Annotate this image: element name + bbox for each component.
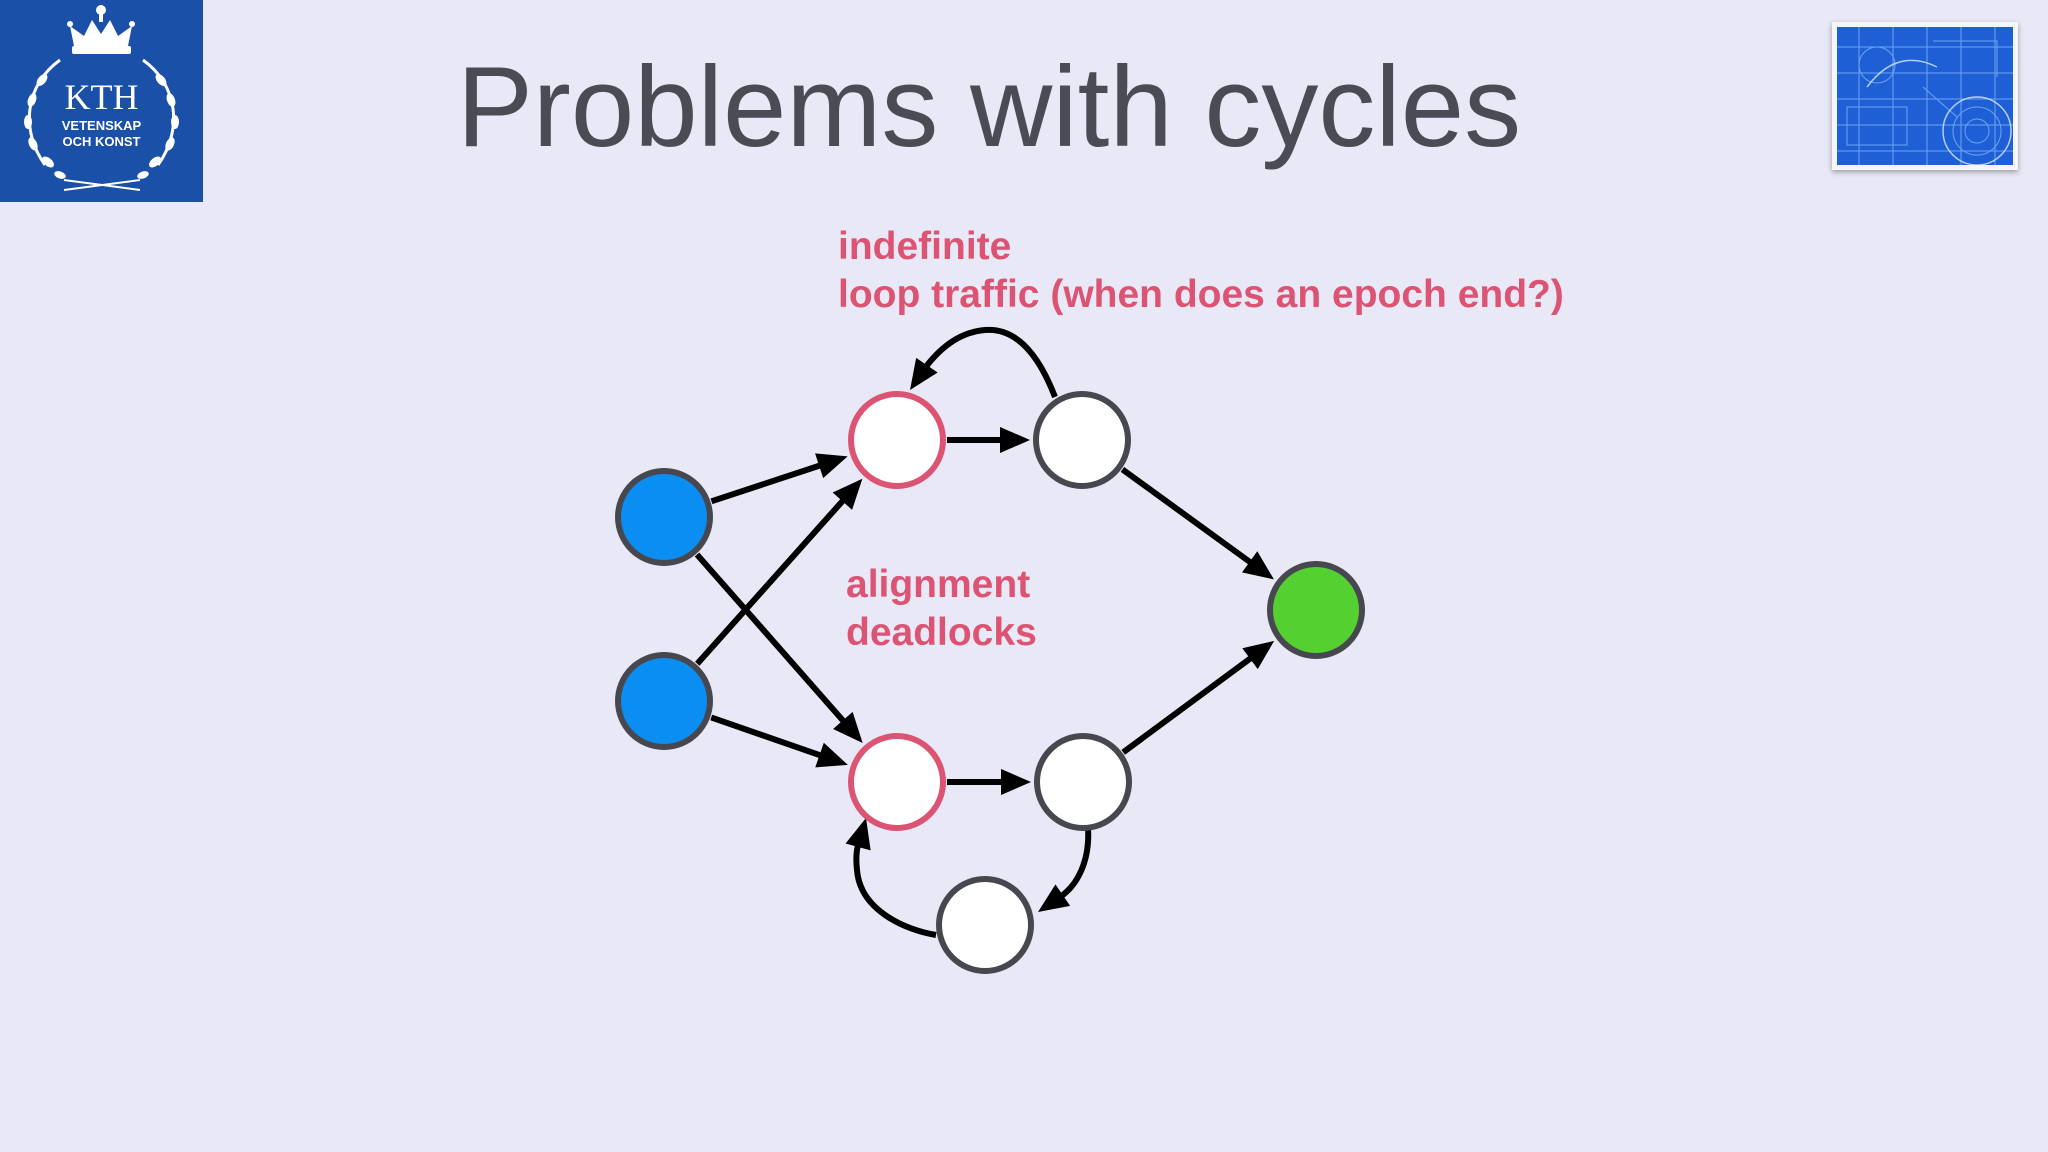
edge-source-2-to-loop-head-bottom	[710, 714, 848, 768]
edge-source-2-to-loop-head-top	[695, 478, 863, 666]
node-loop-head-bottom	[848, 733, 946, 831]
node-source-1	[615, 468, 713, 566]
annotation-loop-line-1: indefinite	[838, 225, 1012, 268]
node-layer	[615, 391, 1365, 974]
node-sink	[1267, 561, 1365, 659]
blueprint-image	[1837, 27, 2013, 165]
logo-line-3: OCH KONST	[63, 134, 141, 149]
annotation-loop-traffic: indefinite loop traffic (when does an ep…	[838, 223, 1564, 319]
slide-title: Problems with cycles	[456, 44, 1522, 171]
edge-feedback-bottom-to-loop-head-bottom	[845, 818, 937, 938]
edge-op-bottom-to-feedback-bottom	[1038, 827, 1092, 912]
node-feedback-bottom	[936, 876, 1034, 974]
annotation-alignment-deadlocks: alignment deadlocks	[846, 561, 1037, 657]
node-source-2	[615, 652, 713, 750]
edge-op-bottom-to-sink	[1121, 640, 1275, 755]
edge-layer	[694, 326, 1275, 938]
logo-kth-text: KTH	[65, 77, 139, 117]
annotation-deadlock-line-1: alignment	[846, 563, 1031, 606]
node-loop-head-top	[848, 391, 946, 489]
node-op-top	[1033, 391, 1131, 489]
annotation-deadlock-line-2: deadlocks	[846, 611, 1037, 654]
edge-op-top-to-sink	[1120, 466, 1274, 580]
kth-logo: KTH VETENSKAP OCH KONST	[0, 0, 203, 202]
node-op-bottom	[1034, 733, 1132, 831]
edge-op-top-to-loop-head-top	[910, 326, 1058, 399]
logo-line-2: VETENSKAP	[62, 118, 142, 133]
edge-source-1-to-loop-head-top	[710, 453, 848, 505]
edge-loop-head-top-to-op-top	[947, 427, 1030, 453]
kth-emblem: KTH VETENSKAP OCH KONST	[24, 5, 179, 191]
annotation-loop-line-2: loop traffic (when does an epoch end?)	[838, 273, 1564, 316]
edge-loop-head-bottom-to-op-bottom	[947, 769, 1031, 795]
edge-source-1-to-loop-head-bottom	[694, 552, 863, 743]
blueprint-thumbnail	[1832, 22, 2018, 170]
